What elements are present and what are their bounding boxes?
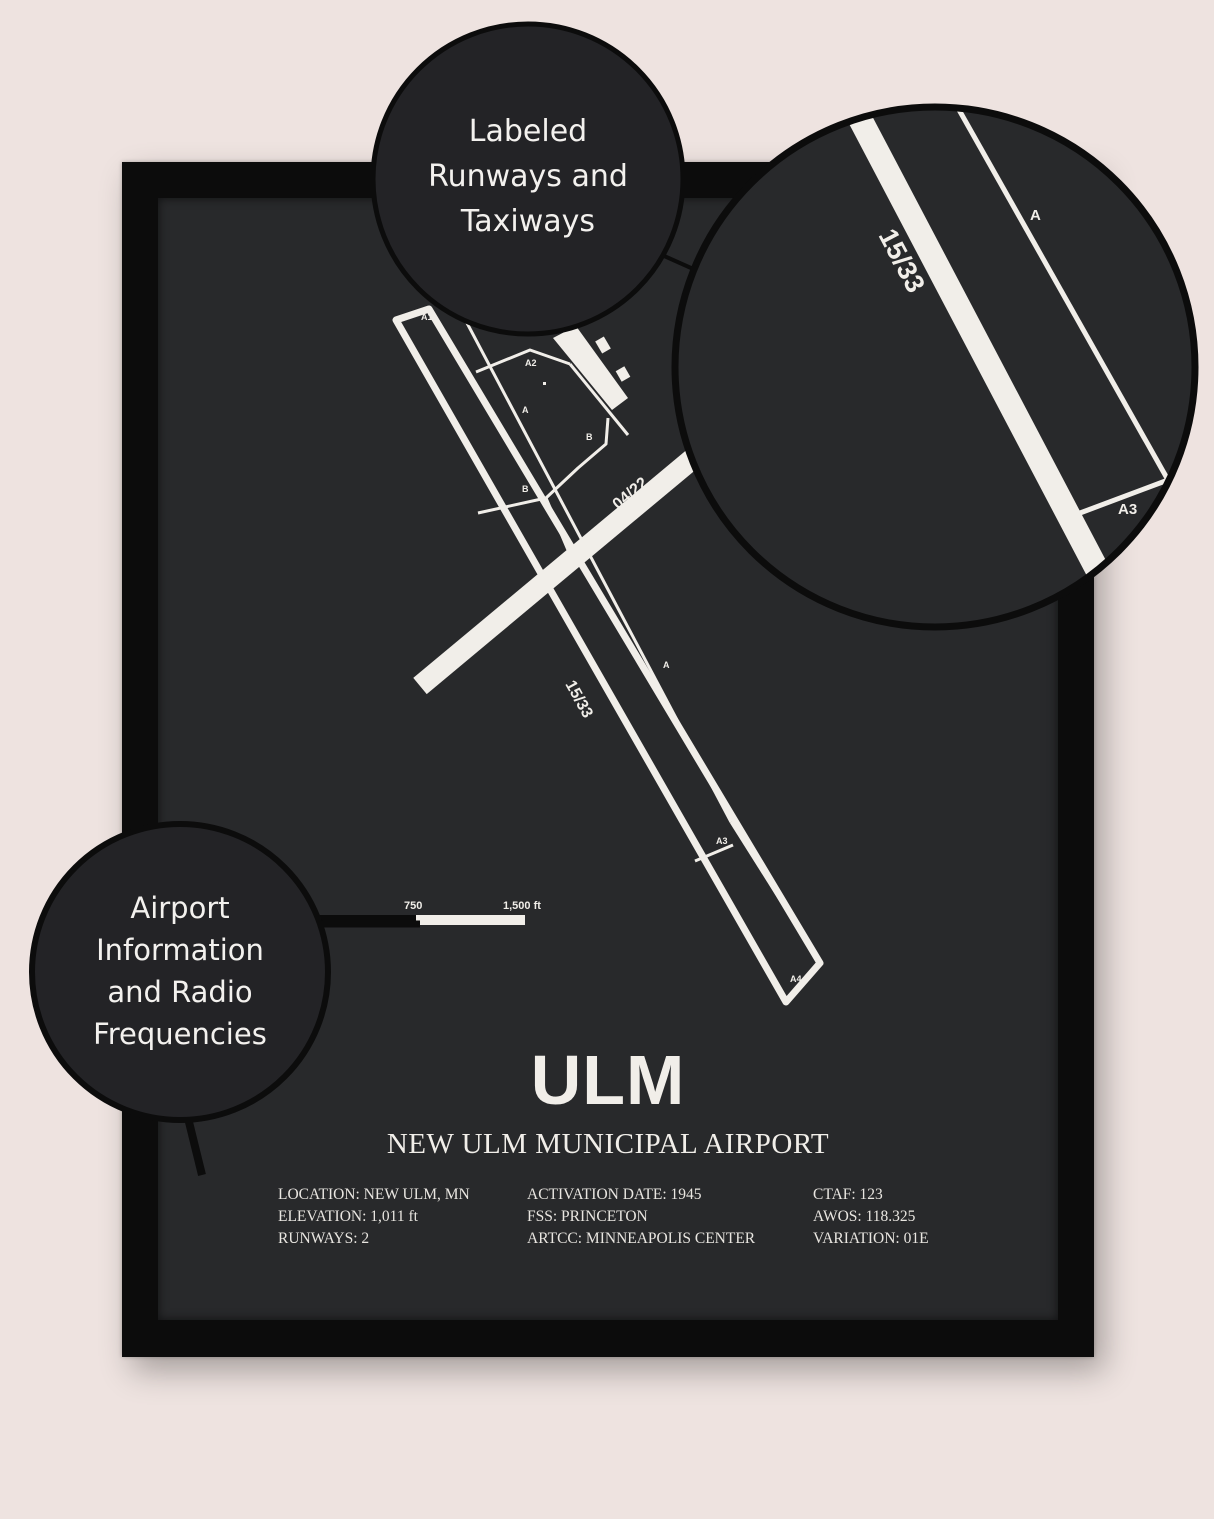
taxiway-a3-connector xyxy=(694,843,734,863)
info-column-3: CTAF: 123 AWOS: 118.325 VARIATION: 01E xyxy=(813,1184,929,1250)
taxiway-label-a3: A3 xyxy=(716,836,728,846)
hangar-building xyxy=(553,326,628,410)
zoom-magnifier: A A3 15/33 xyxy=(671,103,1199,631)
zoom-taxiway-label-a3: A3 xyxy=(1118,501,1137,518)
callout-bubble-runways xyxy=(370,21,686,337)
taxiway-label-a-upper: A xyxy=(522,405,529,415)
info-variation: VARIATION: 01E xyxy=(813,1230,929,1247)
callout-runways-text: Labeled Runways and Taxiways xyxy=(378,109,678,244)
taxiway-b-upper xyxy=(544,417,610,500)
info-artcc: ARTCC: MINNEAPOLIS CENTER xyxy=(527,1230,756,1247)
taxiway-label-b-upper: B xyxy=(586,432,593,442)
callout-info-line-4: Frequencies xyxy=(93,1017,267,1051)
callout-runways-line-3: Taxiways xyxy=(460,204,596,239)
taxiway-b-lower xyxy=(477,496,570,551)
info-column-2: ACTIVATION DATE: 1945 FSS: PRINCETON ART… xyxy=(527,1184,755,1250)
apron-edge xyxy=(568,363,630,436)
hangar-small-2 xyxy=(615,366,631,382)
taxiway-a xyxy=(456,305,733,823)
callout-info-line-1: Airport xyxy=(130,891,230,925)
airport-name: NEW ULM MUNICIPAL AIRPORT xyxy=(386,1128,830,1160)
scale-label-end: 1,500 ft xyxy=(503,900,541,912)
callout-bubble-info xyxy=(29,821,331,1123)
taxiway-label-a4: A4 xyxy=(790,974,802,984)
airport-code: ULM xyxy=(530,1041,686,1119)
callout-info-line-3: and Radio xyxy=(107,975,253,1009)
runway-04-22 xyxy=(413,441,710,695)
apron-marker xyxy=(543,382,546,385)
taxiway-label-a-lower: A xyxy=(663,660,670,670)
scale-bar-black xyxy=(308,915,416,925)
taxiway-label-a1: A1 xyxy=(421,312,433,322)
info-location: LOCATION: NEW ULM, MN xyxy=(278,1186,470,1203)
zoom-taxiway-label-a: A xyxy=(1030,207,1041,224)
info-elevation: ELEVATION: 1,011 ft xyxy=(278,1208,418,1225)
airport-diagram: A1 A2 A B B A A3 A4 15/33 04/22 750 1,50… xyxy=(308,305,824,1006)
info-awos: AWOS: 118.325 xyxy=(813,1208,916,1225)
scale-label-mid: 750 xyxy=(404,900,422,912)
info-column-1: LOCATION: NEW ULM, MN ELEVATION: 1,011 f… xyxy=(278,1184,470,1250)
info-ctaf: CTAF: 123 xyxy=(813,1186,883,1203)
callout-runways-line-1: Labeled xyxy=(468,114,588,149)
info-fss: FSS: PRINCETON xyxy=(527,1208,648,1225)
callout-info-text: Airport Information and Radio Frequencie… xyxy=(30,887,330,1055)
callout-2-tail xyxy=(184,1117,206,1176)
info-activation-date: ACTIVATION DATE: 1945 xyxy=(527,1186,702,1203)
taxiway-a2 xyxy=(475,348,571,374)
callout-info-line-2: Information xyxy=(96,933,264,967)
callout-runways-line-2: Runways and xyxy=(428,159,628,194)
info-runways: RUNWAYS: 2 xyxy=(278,1230,370,1247)
taxiway-label-a2: A2 xyxy=(525,358,537,368)
scale-bar-white xyxy=(416,915,525,925)
taxiway-label-b-lower: B xyxy=(522,484,529,494)
taxiway-a4-segment xyxy=(729,821,822,964)
hangar-small-1 xyxy=(595,336,611,354)
